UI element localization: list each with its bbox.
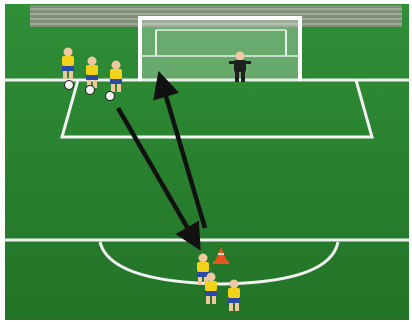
soccer-ball-icon [106, 92, 115, 101]
goal-net [138, 18, 302, 81]
soccer-ball-icon [86, 86, 95, 95]
soccer-ball-icon [65, 81, 74, 90]
